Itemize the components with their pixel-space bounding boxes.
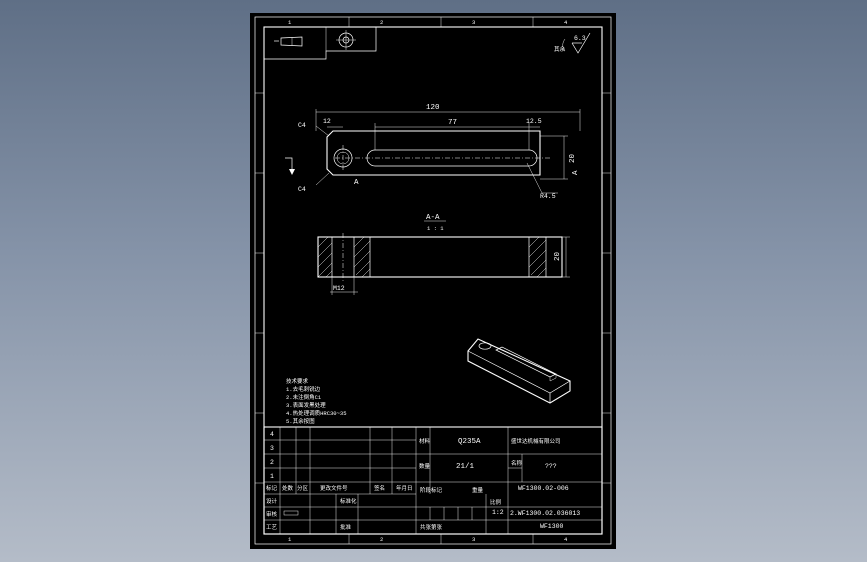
- hdr-mark: 标记: [266, 484, 278, 492]
- note-2: 2.未注倒角C1: [286, 393, 322, 401]
- zone-label-top-2: 2: [380, 19, 383, 26]
- note-heading: 技术要求: [286, 377, 309, 385]
- rev-row-2: 2: [270, 459, 274, 466]
- label-quantity: 数量: [419, 462, 431, 470]
- zone-label-top-3: 3: [472, 19, 475, 26]
- section-cut-arrow: [285, 157, 293, 173]
- note-3: 3.表面发黑处理: [286, 401, 326, 409]
- file-name: 2.WF1300.02.036013: [510, 510, 580, 517]
- label-scale: 比例: [490, 498, 502, 506]
- dim-plan-height: 20: [569, 153, 577, 163]
- roughness-symbol: 其余 6.3: [554, 32, 591, 54]
- zone-label-bottom-1: 1: [288, 536, 292, 543]
- first-angle-projection-icon: [336, 30, 356, 50]
- chamfer-bottom-label: C4: [298, 186, 306, 193]
- label-material: 材料: [419, 437, 431, 445]
- chamfer-top-label: C4: [298, 122, 306, 129]
- zone-ticks: [255, 17, 611, 544]
- label-weight: 重量: [472, 486, 484, 494]
- assembly-number: WF1300: [540, 523, 564, 530]
- title-block: 4 3 2 1 标记 处数 分区 更改文件号 签名 年月日 设计 审核 工艺 标…: [263, 426, 603, 535]
- role-review: 审核: [266, 510, 278, 518]
- dim-hole-offset: 12: [323, 118, 331, 125]
- note-5: 5.其余按图: [286, 417, 315, 425]
- zone-label-top-1: 1: [288, 19, 292, 26]
- drawing-sheet: 1 2 3 4 1 2 3 4 其余 6.3: [250, 13, 616, 549]
- label-approve: 批准: [340, 523, 352, 531]
- section-hatching: [317, 236, 547, 278]
- plan-outline: [326, 130, 541, 176]
- label-stage: 阶段标记: [420, 486, 443, 494]
- hdr-sign: 签名: [374, 484, 385, 492]
- hdr-change-doc: 更改文件号: [320, 484, 348, 492]
- section-mark-side: A: [572, 170, 580, 175]
- section-outline: [317, 236, 563, 278]
- zone-label-bottom-4: 4: [564, 536, 568, 543]
- rev-row-4: 4: [270, 431, 274, 438]
- dim-section-height: 20: [554, 251, 562, 261]
- roughness-value: 6.3: [574, 35, 586, 42]
- dim-slot-end-offset: 12.5: [526, 118, 542, 125]
- section-mark-bottom: A: [354, 179, 359, 187]
- iso-hole: [478, 342, 492, 350]
- label-standardize: 标准化: [340, 497, 357, 505]
- company-name: 盛世达机械有限公司: [511, 437, 561, 445]
- label-sheets: 共张第张: [420, 523, 443, 531]
- section-view: A-A 1 : 1 20 M12: [317, 214, 570, 295]
- rev-row-1: 1: [270, 473, 274, 480]
- section-scale: 1 : 1: [427, 225, 444, 232]
- plan-view: 120 77 12 12.5 20 C4 C4 R4.5 A A: [285, 104, 581, 200]
- iso-outline: [467, 338, 571, 404]
- part-number: WF1300.02-006: [518, 485, 569, 492]
- note-4: 4.热处理调质HRC30~35: [286, 409, 347, 417]
- hdr-date: 年月日: [396, 484, 413, 492]
- outer-border: [254, 16, 612, 545]
- dim-hole-diameter: M12: [333, 285, 345, 292]
- label-name: 名称: [511, 459, 523, 467]
- radius-label: R4.5: [540, 193, 556, 200]
- name-value: ???: [545, 463, 557, 470]
- zone-label-top-4: 4: [564, 19, 568, 26]
- scale-value: 1:2: [492, 509, 504, 516]
- section-title: A-A: [426, 214, 440, 222]
- hdr-count: 处数: [282, 484, 294, 492]
- dim-overall-length: 120: [426, 104, 440, 112]
- projection-symbol-box: [264, 26, 377, 60]
- isometric-view: [467, 338, 571, 404]
- dim-slot-length: 77: [448, 119, 457, 127]
- quantity-value: 21/1: [456, 463, 475, 471]
- zone-label-bottom-3: 3: [472, 536, 475, 543]
- technical-notes: 技术要求 1.去毛刺锐边 2.未注倒角C1 3.表面发黑处理 4.热处理调质HR…: [286, 377, 347, 425]
- rev-row-3: 3: [270, 445, 274, 452]
- signature-box: [283, 510, 299, 516]
- cad-drawing: 1 2 3 4 1 2 3 4 其余 6.3: [254, 16, 612, 545]
- taper-symbol-icon: [274, 36, 303, 47]
- role-design: 设计: [266, 497, 278, 505]
- zone-label-bottom-2: 2: [380, 536, 383, 543]
- note-1: 1.去毛刺锐边: [286, 385, 321, 393]
- hdr-zone: 分区: [297, 484, 309, 492]
- roughness-check-icon: [571, 32, 591, 54]
- material-value: Q235A: [458, 438, 481, 446]
- role-process: 工艺: [266, 524, 278, 531]
- roughness-label: 其余: [554, 45, 566, 53]
